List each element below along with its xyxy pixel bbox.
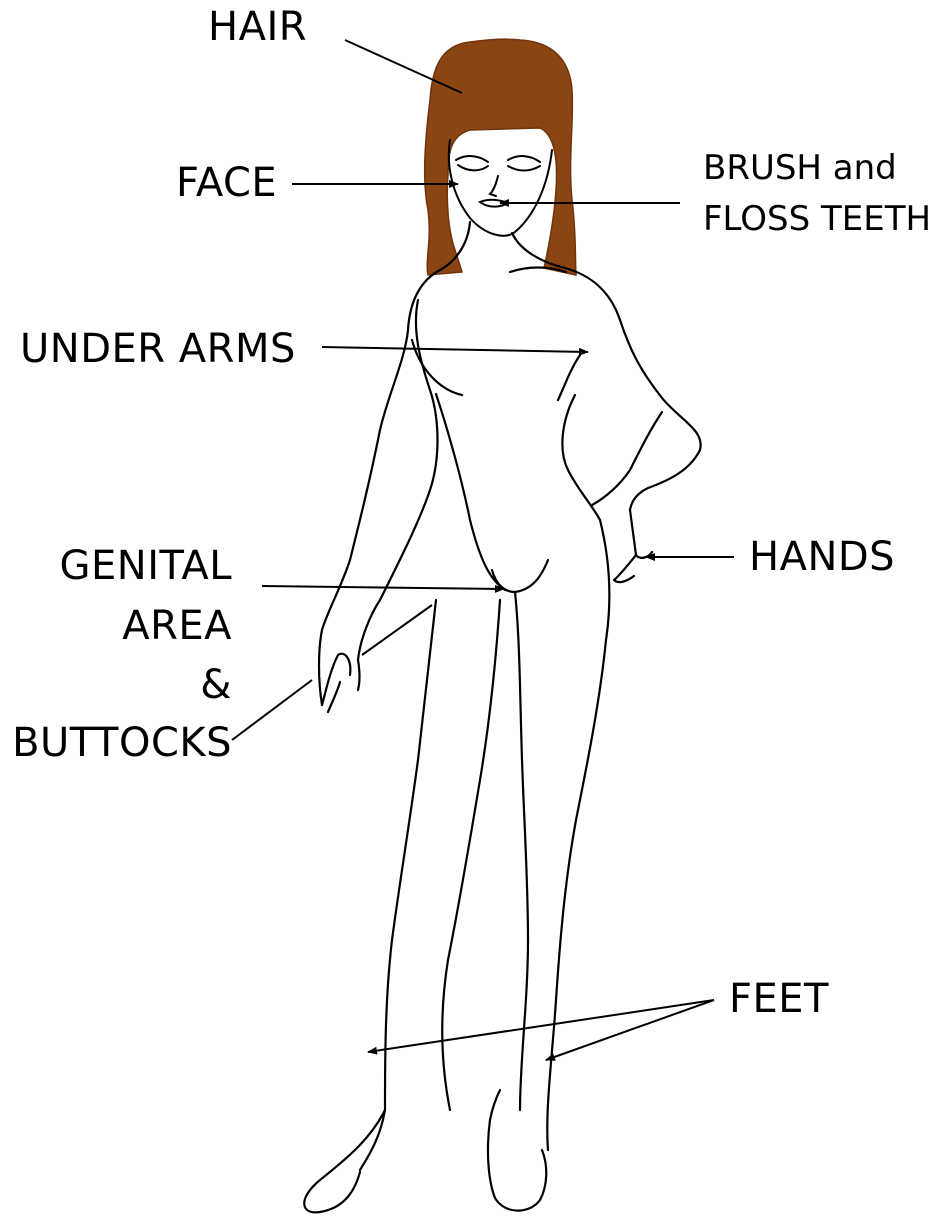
under-arms-label: UNDER ARMS — [20, 326, 296, 372]
face-label: FACE — [176, 160, 277, 206]
genital-label-line3: & — [200, 662, 232, 708]
feet-label: FEET — [729, 976, 829, 1022]
genital-leader — [262, 586, 504, 589]
hair-illustration — [425, 39, 576, 275]
body-outline — [304, 222, 700, 1212]
leader-lines — [232, 40, 734, 1060]
buttocks-leader-lower — [232, 680, 312, 740]
feet-leader-right — [546, 1000, 714, 1060]
genital-label-line2: AREA — [122, 603, 232, 649]
under-arms-leader — [322, 347, 588, 352]
face-illustration — [449, 140, 552, 236]
hair-label: HAIR — [208, 4, 307, 50]
genital-label-line4: BUTTOCKS — [12, 720, 232, 766]
hands-label: HANDS — [749, 534, 895, 580]
genital-label-line1: GENITAL — [60, 543, 232, 589]
teeth-label-line2: FLOSS TEETH — [703, 194, 931, 245]
teeth-label-line1: BRUSH and — [703, 143, 897, 194]
feet-leader-left — [368, 1000, 714, 1052]
